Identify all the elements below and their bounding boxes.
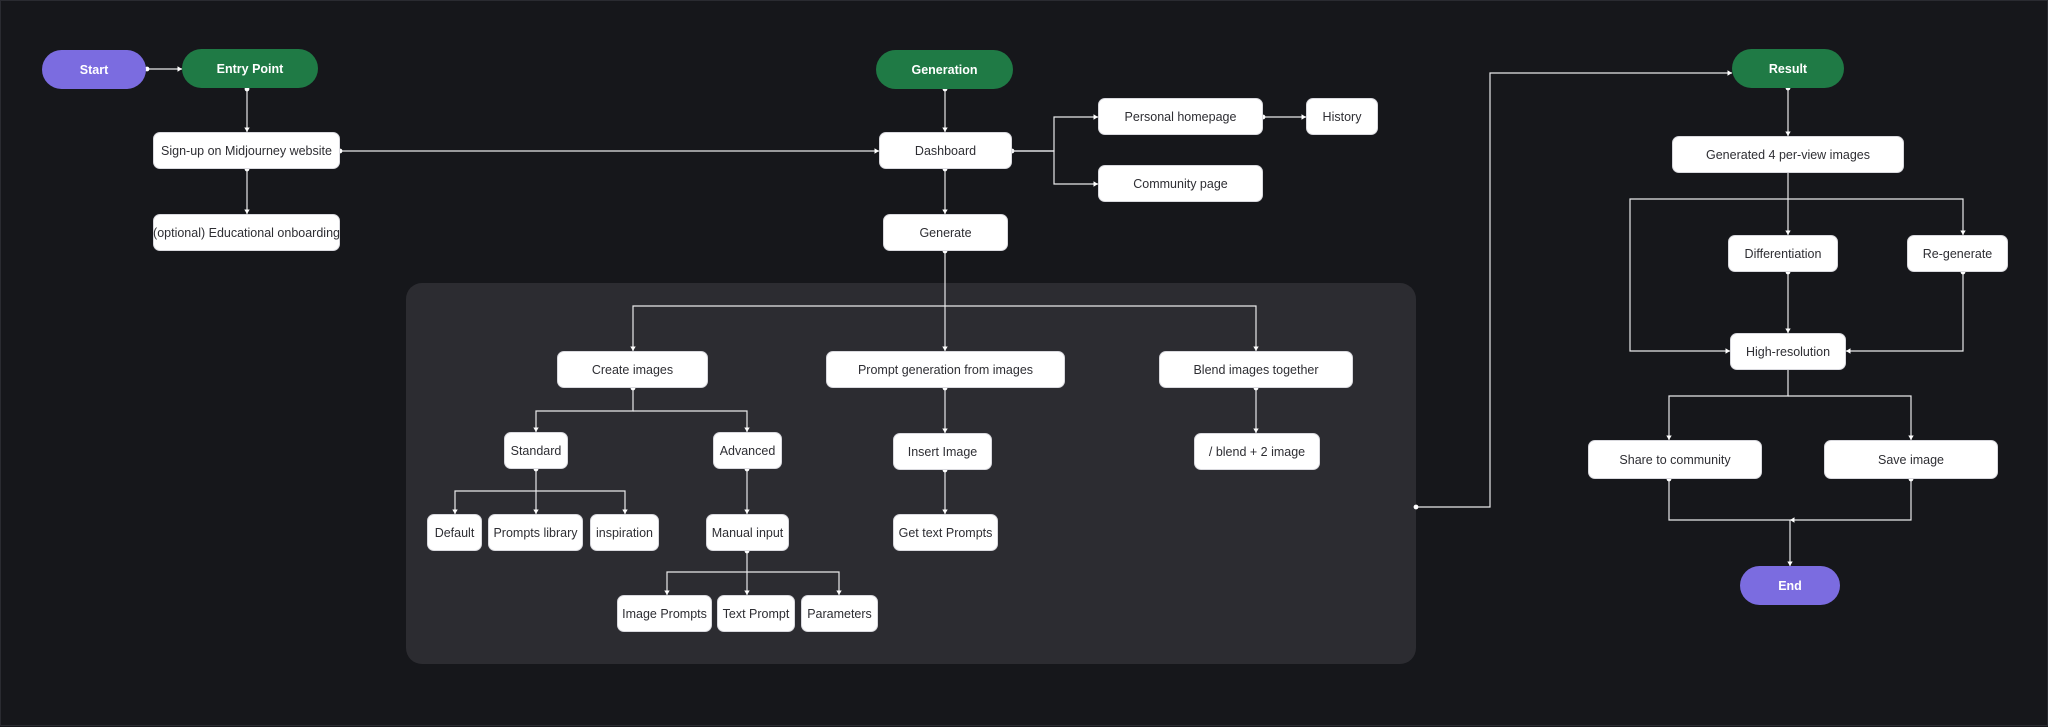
blend-images-node: Blend images together [1159,351,1353,388]
advanced-node: Advanced [713,432,782,469]
dashboard-node: Dashboard [879,132,1012,169]
edge-generated-diff-arrowhead [1785,230,1791,235]
edge-generate-create-arrowhead [630,346,636,351]
edge-generate-create [632,305,945,351]
edge-manual-image-arrowhead [664,590,670,595]
default-node: Default [427,514,482,551]
edge-dashboard-personal-arrowhead [1093,114,1098,120]
edge-hires-save [1788,395,1912,440]
start-terminal: Start [42,50,146,89]
edge-panel-result [1416,72,1732,508]
edge-standard-default-arrowhead [452,509,458,514]
edge-standard-inspiration-arrowhead [622,509,628,514]
generate-node: Generate [883,214,1008,251]
edge-regen-hires-arrowhead [1846,348,1851,354]
edge-blend-command-arrowhead [1253,428,1259,433]
text-prompt-node: Text Prompt [717,595,795,632]
create-images-node: Create images [557,351,708,388]
edge-hires-share-arrowhead [1666,435,1672,440]
edge-prompt-insert-arrowhead [942,428,948,433]
edge-generate-blend [945,305,1257,351]
onboarding-node: (optional) Educational onboarding [153,214,340,251]
edge-result-generated-arrowhead [1785,131,1791,136]
inspiration-node: inspiration [590,514,659,551]
edge-diff-hires-arrowhead [1785,328,1791,333]
community-page-node: Community page [1098,165,1263,202]
edge-advanced-manual-arrowhead [744,509,750,514]
result-header: Result [1732,49,1844,88]
edge-generate-blend-arrowhead [1253,346,1259,351]
insert-image-node: Insert Image [893,433,992,470]
edge-standard-inspiration [536,490,626,514]
manual-input-node: Manual input [706,514,789,551]
edge-dashboard-community [1012,150,1098,185]
generation-header: Generation [876,50,1013,89]
blend-command-node: / blend + 2 image [1194,433,1320,470]
edge-generation-dashboard-arrowhead [942,127,948,132]
edge-create-advanced [633,410,748,432]
history-node: History [1306,98,1378,135]
get-text-prompts-node: Get text Prompts [893,514,998,551]
edge-hires-share [1668,370,1789,440]
image-prompts-node: Image Prompts [617,595,712,632]
edge-signup-onboarding-arrowhead [244,209,250,214]
edge-create-standard-arrowhead [533,427,539,432]
edge-insert-gettext-arrowhead [942,509,948,514]
signup-node: Sign-up on Midjourney website [153,132,340,169]
edge-manual-parameters-arrowhead [836,590,842,595]
prompt-from-images-node: Prompt generation from images [826,351,1065,388]
differentiation-node: Differentiation [1728,235,1838,272]
edge-dashboard-community-arrowhead [1093,181,1098,187]
generate-options-panel [406,283,1416,664]
edge-create-standard [535,388,634,432]
end-terminal: End [1740,566,1840,605]
edge-generated-hires-arrowhead [1725,348,1730,354]
edge-share-end-arrowhead [1787,561,1793,566]
edge-standard-default [454,490,536,514]
edge-generated-hires [1629,198,1788,352]
edge-manual-image [666,571,747,595]
standard-node: Standard [504,432,568,469]
edge-manual-parameters [747,571,840,595]
edge-personal-history-arrowhead [1301,114,1306,120]
parameters-node: Parameters [801,595,878,632]
regenerate-node: Re-generate [1907,235,2008,272]
edge-create-advanced-arrowhead [744,427,750,432]
edge-save-end-arrowhead [1790,517,1795,523]
edge-share-end [1668,479,1791,566]
edge-regen-hires [1846,272,1964,352]
edge-save-end [1790,479,1912,521]
edge-start-entry-arrowhead [177,66,182,72]
prompts-library-node: Prompts library [488,514,583,551]
edge-panel-result-origin-dot [1413,504,1419,510]
edge-generated-regen [1788,198,1964,235]
save-image-node: Save image [1824,440,1998,479]
edge-generate-prompt-arrowhead [942,346,948,351]
edge-dashboard-personal [1012,116,1098,152]
entry-point-header: Entry Point [182,49,318,88]
edge-standard-prompts-arrowhead [533,509,539,514]
edge-hires-save-arrowhead [1908,435,1914,440]
personal-homepage-node: Personal homepage [1098,98,1263,135]
generated-images-node: Generated 4 per-view images [1672,136,1904,173]
edge-manual-text-arrowhead [744,590,750,595]
edge-panel-result-arrowhead [1727,70,1732,76]
high-resolution-node: High-resolution [1730,333,1846,370]
edge-entry-signup-arrowhead [244,127,250,132]
edge-signup-dashboard-arrowhead [874,148,879,154]
edge-generated-regen-arrowhead [1960,230,1966,235]
edge-dashboard-generate-arrowhead [942,209,948,214]
share-community-node: Share to community [1588,440,1762,479]
